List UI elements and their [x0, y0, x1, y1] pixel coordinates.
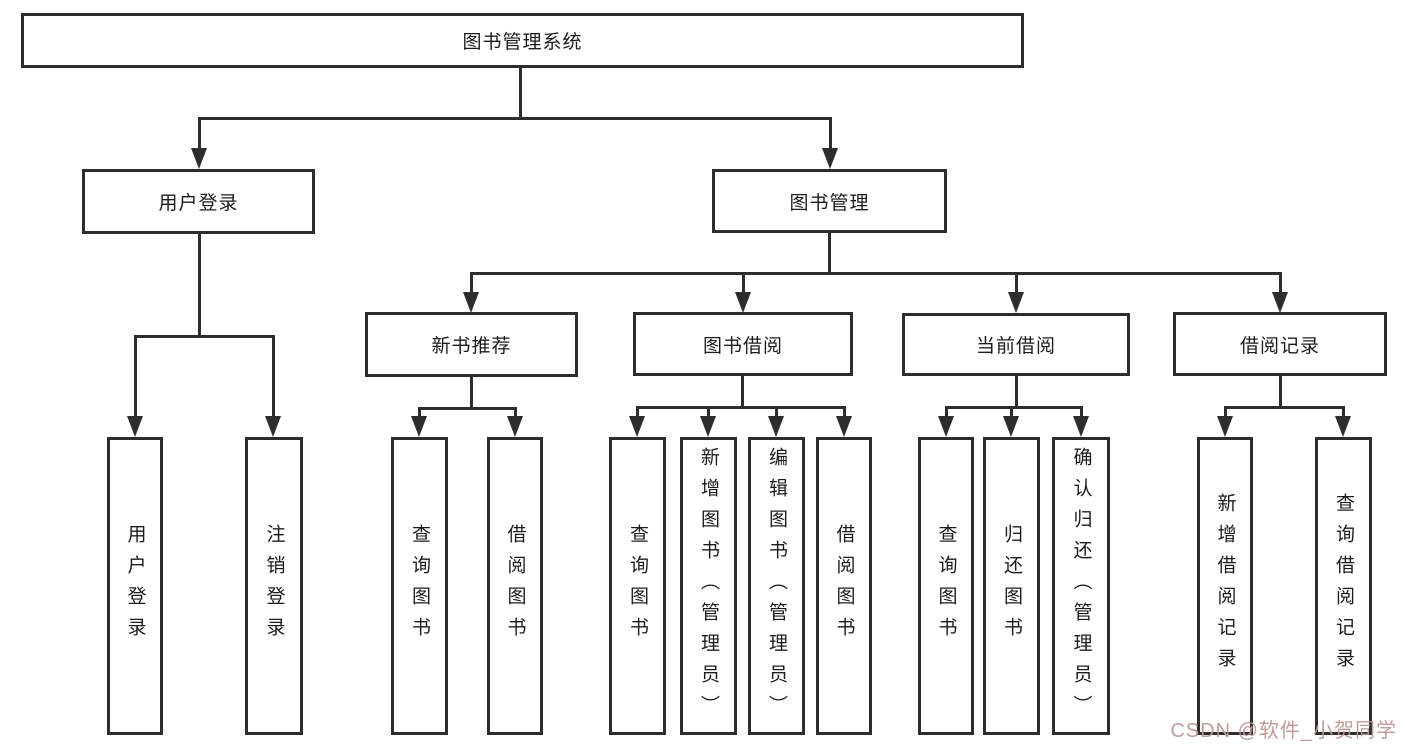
node-book-borrowing-label: 图书借阅 [702, 335, 783, 357]
leaf-nb-query-books-label: 查询图书 [409, 524, 430, 648]
connector-to-leaf-bb-query [636, 406, 639, 417]
connector-root-to-book-management [829, 117, 832, 150]
leaf-br-query-record: 查询借阅记录 [1315, 437, 1372, 735]
connector-new-book-recommend-stub [470, 377, 473, 410]
leaf-cb-confirm-return-admin: 确认归还（管理员） [1052, 437, 1110, 735]
csdn-watermark: CSDN @软件_小贺同学 [1170, 720, 1397, 742]
node-new-book-recommend: 新书推荐 [365, 312, 578, 377]
node-user-login-label: 用户登录 [158, 193, 239, 214]
arrow-down-icon [735, 292, 751, 313]
arrow-down-icon [1008, 292, 1024, 313]
connector-to-leaf-cb-confirm [1080, 406, 1083, 417]
connector-to-leaf-br-add [1224, 406, 1227, 417]
leaf-bb-add-books-admin: 新增图书（管理员） [680, 437, 737, 735]
connector-to-leaf-cb-return [1010, 406, 1013, 417]
arrow-down-icon [1217, 416, 1233, 437]
connector-to-book-borrowing [742, 272, 745, 294]
arrow-down-icon [127, 416, 143, 437]
node-library-system-label: 图书管理系统 [462, 32, 583, 53]
connector-to-leaf-nb-query [418, 407, 421, 418]
arrow-down-icon [265, 416, 281, 437]
leaf-user-login-label: 用户登录 [124, 524, 146, 648]
connector-user-login-branch [134, 335, 275, 338]
leaf-nb-borrow-books-label: 借阅图书 [504, 524, 526, 648]
connector-new-book-recommend-branch [418, 407, 517, 410]
node-book-management-label: 图书管理 [789, 192, 870, 214]
arrow-down-icon [938, 416, 954, 437]
arrow-down-icon [768, 416, 784, 437]
connector-root-stub [519, 68, 522, 120]
connector-borrow-records-stub [1279, 376, 1282, 409]
connector-to-leaf-bb-borrow [843, 406, 846, 417]
arrow-down-icon [1272, 292, 1288, 313]
connector-to-leaf-nb-borrow [514, 407, 517, 418]
leaf-br-add-record-label: 新增借阅记录 [1214, 493, 1236, 679]
connector-to-leaf-cb-query [945, 406, 948, 417]
node-library-system: 图书管理系统 [21, 13, 1024, 68]
node-borrow-records: 借阅记录 [1173, 312, 1387, 376]
leaf-cb-return-books: 归还图书 [983, 437, 1040, 735]
leaf-bb-borrow-books-label: 借阅图书 [833, 524, 855, 648]
connector-book-management-branch [470, 272, 1282, 275]
arrow-down-icon [507, 416, 523, 437]
leaf-br-query-record-label: 查询借阅记录 [1333, 493, 1354, 679]
connector-borrow-records-branch [1224, 406, 1345, 409]
node-new-book-recommend-label: 新书推荐 [431, 336, 512, 357]
connector-to-leaf-user-login [134, 335, 137, 418]
leaf-bb-add-books-admin-label: 新增图书（管理员） [698, 446, 719, 726]
connector-current-borrowing-branch [945, 406, 1083, 409]
leaf-cb-query-books: 查询图书 [918, 437, 974, 735]
connector-to-leaf-logout [272, 335, 275, 418]
arrow-down-icon [411, 416, 427, 437]
arrow-down-icon [700, 416, 716, 437]
leaf-bb-edit-books-admin: 编辑图书（管理员） [748, 437, 805, 735]
leaf-cb-confirm-return-admin-label: 确认归还（管理员） [1070, 446, 1092, 726]
node-book-borrowing: 图书借阅 [633, 312, 853, 376]
leaf-cb-query-books-label: 查询图书 [935, 524, 957, 648]
connector-to-new-book-recommend [470, 272, 473, 294]
arrow-down-icon [1073, 416, 1089, 437]
leaf-user-login: 用户登录 [107, 437, 163, 735]
connector-to-leaf-bb-edit [775, 406, 778, 417]
connector-root-branch [198, 117, 832, 120]
node-book-management: 图书管理 [712, 169, 947, 233]
connector-to-leaf-bb-add [707, 406, 710, 417]
arrow-down-icon [629, 416, 645, 437]
connector-book-borrowing-branch [636, 406, 846, 409]
arrow-down-icon [191, 148, 207, 169]
connector-user-login-stub [198, 234, 201, 338]
connector-current-borrowing-stub [1015, 376, 1018, 409]
leaf-logout-login: 注销登录 [245, 437, 303, 735]
leaf-bb-query-books-label: 查询图书 [627, 524, 648, 648]
leaf-nb-borrow-books: 借阅图书 [487, 437, 543, 735]
node-current-borrowing: 当前借阅 [902, 313, 1130, 376]
connector-root-to-user-login [198, 117, 201, 150]
arrow-down-icon [1003, 416, 1019, 437]
connector-book-borrowing-stub [741, 376, 744, 409]
leaf-br-add-record: 新增借阅记录 [1197, 437, 1253, 735]
leaf-logout-login-label: 注销登录 [263, 524, 285, 648]
arrow-down-icon [463, 292, 479, 313]
arrow-down-icon [1335, 416, 1351, 437]
leaf-cb-return-books-label: 归还图书 [1001, 524, 1022, 648]
arrow-down-icon [822, 148, 838, 169]
arrow-down-icon [836, 416, 852, 437]
leaf-bb-query-books: 查询图书 [609, 437, 666, 735]
leaf-bb-borrow-books: 借阅图书 [816, 437, 872, 735]
node-user-login: 用户登录 [82, 169, 315, 234]
leaf-nb-query-books: 查询图书 [391, 437, 448, 735]
node-borrow-records-label: 借阅记录 [1239, 335, 1320, 357]
connector-book-management-stub [828, 233, 831, 275]
connector-to-leaf-br-query [1342, 406, 1345, 417]
leaf-bb-edit-books-admin-label: 编辑图书（管理员） [766, 446, 787, 726]
connector-to-current-borrowing [1015, 272, 1018, 294]
connector-to-borrow-records [1279, 272, 1282, 294]
node-current-borrowing-label: 当前借阅 [975, 336, 1056, 357]
